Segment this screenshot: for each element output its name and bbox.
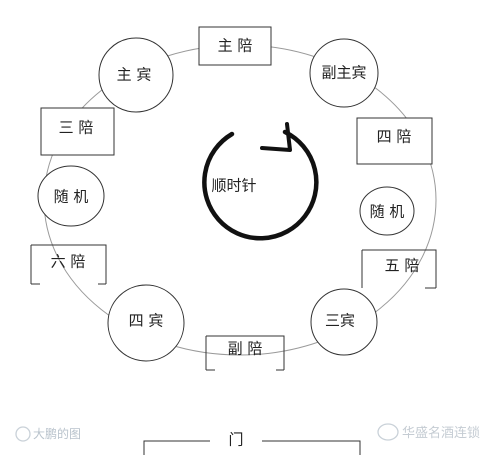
seat-sixth-host: 六 陪	[30, 244, 107, 285]
seat-random-right-label: 随 机	[370, 203, 405, 221]
seat-random-right: 随 机	[359, 186, 415, 236]
seat-fifth-host: 五 陪	[361, 249, 437, 289]
seat-vice-host-label: 副 陪	[228, 340, 263, 358]
seat-random-left: 随 机	[37, 165, 105, 227]
weibo-logo-icon	[15, 426, 31, 442]
seat-random-left-label: 随 机	[54, 188, 89, 206]
arrowhead-icon	[260, 122, 292, 152]
seat-fourth-guest-label: 四 宾	[129, 312, 164, 330]
seat-vice-guest-label: 副主宾	[321, 64, 366, 82]
watermark-right-text: 华盛名酒连锁	[402, 425, 480, 441]
center-label: 顺时针	[211, 177, 256, 195]
seat-fifth-host-label: 五 陪	[385, 257, 420, 275]
seat-third-guest-label: 三宾	[325, 312, 355, 330]
watermark-right: 华盛名酒连锁	[377, 423, 480, 441]
seat-vice-host: 副 陪	[205, 335, 285, 371]
seat-host: 主 陪	[198, 26, 272, 66]
wechat-logo-icon	[377, 423, 399, 441]
clockwise-arrow-icon	[202, 129, 319, 241]
seat-vice-guest: 副主宾	[309, 38, 379, 108]
seat-host-label: 主 陪	[218, 37, 253, 55]
seat-fourth-host: 四 陪	[356, 117, 433, 165]
clockwise-indicator: 顺时针	[202, 122, 319, 241]
seat-sixth-host-label: 六 陪	[51, 253, 86, 271]
door-label: 门	[228, 431, 243, 449]
seat-fourth-guest: 四 宾	[107, 284, 185, 362]
seat-third-host: 三 陪	[40, 107, 115, 156]
seat-main-guest: 主 宾	[98, 37, 174, 113]
seat-third-guest: 三宾	[310, 288, 378, 356]
seat-fourth-host-label: 四 陪	[377, 128, 412, 146]
watermark-left: 大鹏的图	[15, 426, 81, 442]
watermark-left-text: 大鹏的图	[33, 426, 81, 441]
door: 门	[143, 431, 361, 455]
seat-main-guest-label: 主 宾	[117, 66, 152, 84]
seat-third-host-label: 三 陪	[59, 119, 94, 137]
